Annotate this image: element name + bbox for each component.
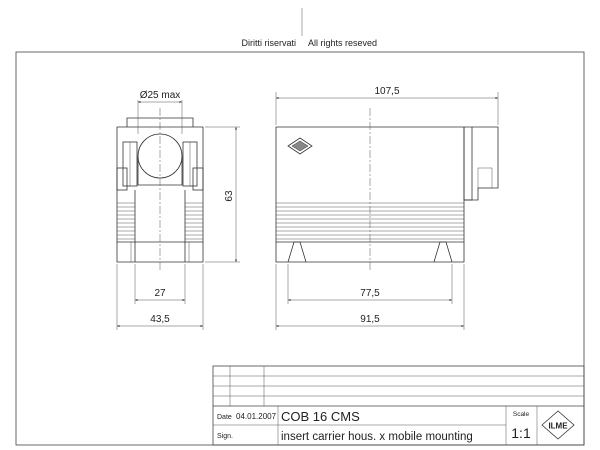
sign-label: Sign.: [217, 433, 233, 440]
side-view-lever-edge: [463, 127, 473, 201]
dim-height: 63: [224, 190, 235, 202]
scale-value: 1:1: [511, 425, 531, 441]
dim-left-overall: 43,5: [150, 314, 170, 325]
side-view-ribs: [276, 202, 464, 240]
side-view-dimensions: 107,5 77,5 91,5: [275, 86, 499, 330]
ribs-right: [185, 202, 203, 240]
side-view-foot-right: [433, 241, 453, 263]
rights-english: All rights reseved: [308, 38, 377, 48]
side-view-lever: [464, 126, 499, 201]
date-value: 04.01.2007: [236, 412, 277, 421]
svg-text:ILME: ILME: [548, 422, 568, 431]
dim-right-overall: 91,5: [360, 314, 380, 325]
scale-label: Scale: [513, 411, 530, 418]
front-view: [116, 108, 204, 272]
side-view-foot-left: [287, 241, 307, 263]
rights-italian: Diritti riservati: [241, 38, 296, 48]
ilme-logo-icon: ILME: [541, 410, 575, 440]
dim-left-inner: 27: [154, 288, 166, 299]
ribs-left: [117, 202, 135, 240]
title-block: Date 04.01.2007 Sign. COB 16 CMS insert …: [212, 365, 585, 446]
product-code: COB 16 CMS: [281, 409, 360, 424]
product-description: insert carrier hous. x mobile mounting: [281, 431, 473, 443]
date-label: Date: [217, 414, 232, 421]
ilme-diamond-logo-icon: [287, 137, 313, 155]
front-view-dimensions: Ø25 max 63 27 43,5: [116, 90, 240, 330]
dim-right-top: 107,5: [374, 86, 399, 97]
side-view: [275, 108, 499, 272]
dim-cable-max: Ø25 max: [140, 90, 181, 101]
dim-right-inner: 77,5: [360, 288, 380, 299]
